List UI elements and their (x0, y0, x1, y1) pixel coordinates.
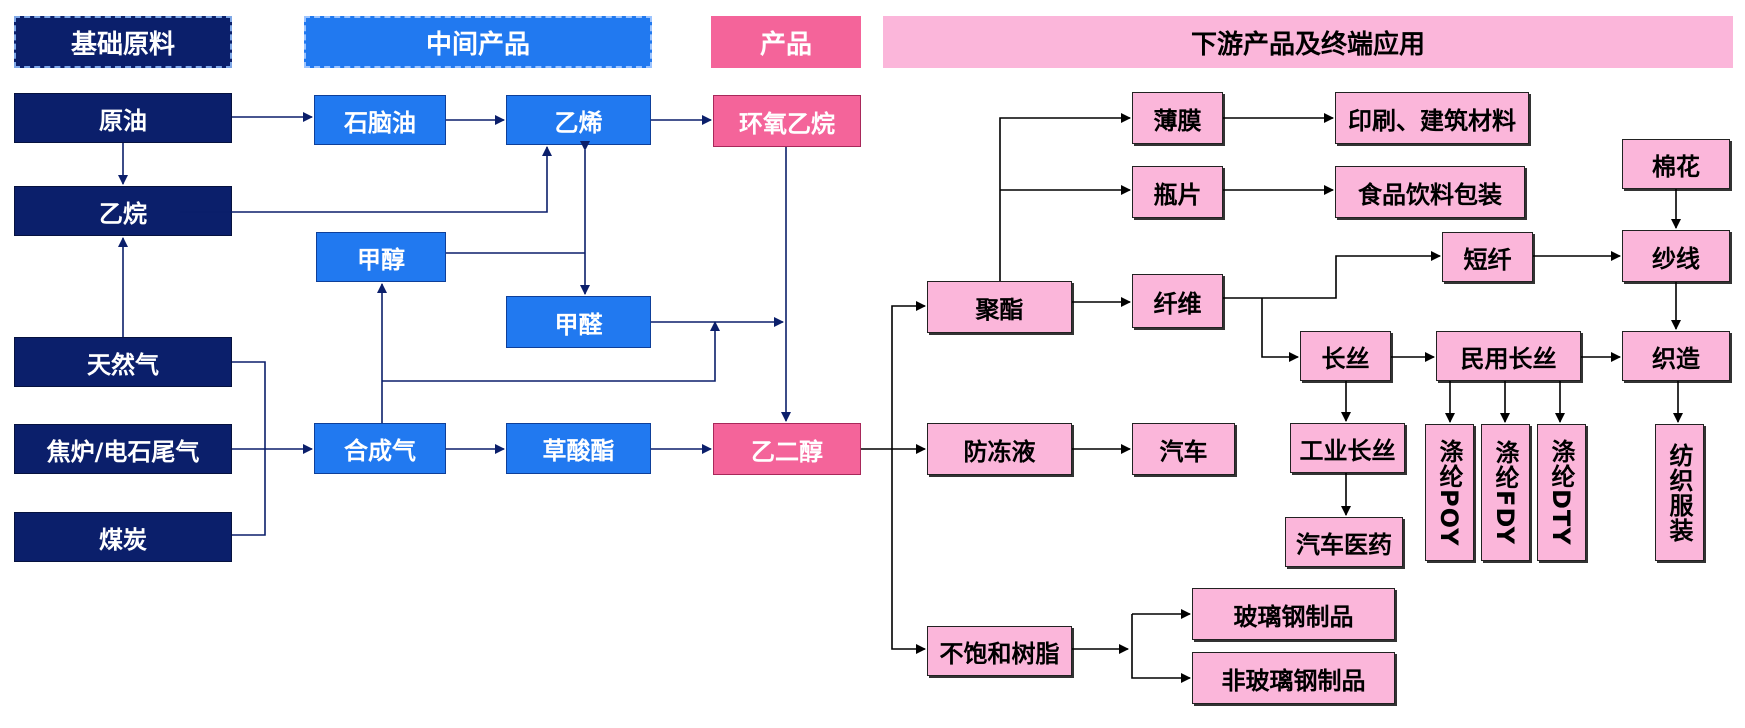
node-syngas: 合成气 (314, 423, 446, 474)
node-coke-oven-gas: 焦炉/电石尾气 (14, 424, 232, 474)
node-weaving: 织造 (1622, 331, 1730, 381)
node-polyester-poy: 涤纶POY (1425, 424, 1474, 561)
arrow-glycol-to-polyester (891, 301, 926, 449)
node-ethylene-oxide: 环氧乙烷 (713, 95, 861, 147)
node-naphtha: 石脑油 (314, 95, 446, 145)
header-raw-materials: 基础原料 (14, 16, 232, 68)
arrow-glycol-to-resin (891, 449, 926, 654)
node-polyester: 聚酯 (927, 281, 1072, 333)
header-products: 产品 (711, 16, 861, 68)
node-civil-filament: 民用长丝 (1436, 331, 1581, 381)
node-filament: 长丝 (1300, 331, 1391, 381)
node-ethylene-glycol: 乙二醇 (713, 423, 861, 475)
node-fiber: 纤维 (1132, 274, 1223, 328)
node-natural-gas: 天然气 (14, 337, 232, 387)
node-food-packaging: 食品饮料包装 (1335, 166, 1525, 218)
node-formaldehyde: 甲醛 (506, 296, 651, 348)
header-downstream: 下游产品及终端应用 (883, 16, 1733, 68)
node-ethane: 乙烷 (14, 186, 232, 236)
node-coal: 煤炭 (14, 512, 232, 562)
header-intermediate-products: 中间产品 (304, 16, 652, 68)
node-frp-products: 玻璃钢制品 (1192, 588, 1395, 640)
arrow-fiber-to-staple (1223, 251, 1441, 299)
node-polyester-dty: 涤纶DTY (1537, 424, 1586, 561)
node-staple-fiber: 短纤 (1442, 232, 1533, 282)
arrow-split-to-non-frp (1131, 614, 1191, 683)
node-cotton: 棉花 (1622, 139, 1730, 189)
node-unsaturated-resin: 不饱和树脂 (927, 626, 1072, 676)
node-industrial-filament: 工业长丝 (1290, 423, 1405, 473)
node-ethylene: 乙烯 (506, 95, 651, 145)
node-non-frp-products: 非玻璃钢制品 (1192, 652, 1395, 704)
node-printing-building: 印刷、建筑材料 (1335, 92, 1529, 144)
arrow-ethane-to-ethylene (180, 146, 552, 213)
node-film: 薄膜 (1132, 92, 1223, 144)
node-polyester-fdy: 涤纶FDY (1481, 424, 1530, 561)
node-antifreeze: 防冻液 (927, 423, 1072, 475)
arrow-polyester-to-film (999, 113, 1131, 281)
node-oxalate: 草酸酯 (506, 423, 651, 474)
node-bottle-chip: 瓶片 (1132, 166, 1223, 218)
node-automobile: 汽车 (1132, 423, 1235, 475)
node-yarn: 纱线 (1622, 230, 1730, 282)
arrow-fiber-to-filament (1261, 298, 1299, 362)
arrow-syngas-to-formaldehyde-line (382, 321, 720, 382)
node-auto-medical: 汽车医药 (1285, 517, 1403, 567)
node-textile-apparel: 纺织服装 (1655, 424, 1704, 561)
node-crude-oil: 原油 (14, 93, 232, 143)
node-methanol: 甲醇 (316, 232, 446, 282)
